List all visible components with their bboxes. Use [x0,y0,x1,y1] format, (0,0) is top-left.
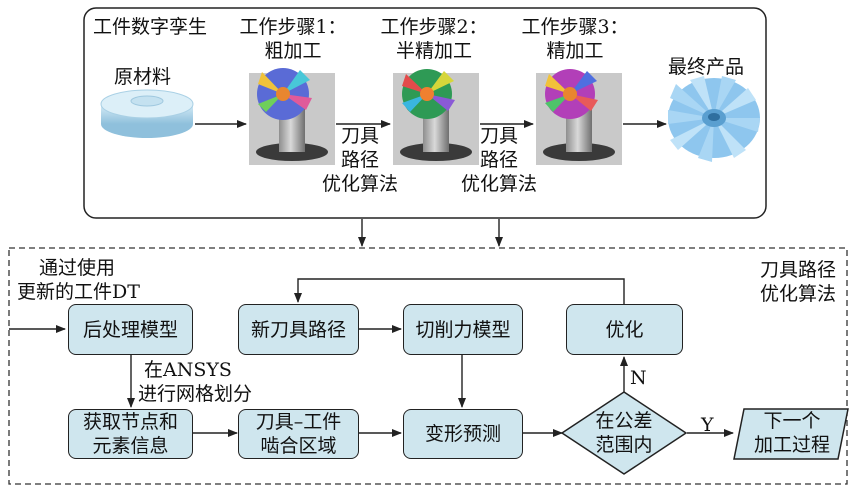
step3-label: 工作步骤3： 精加工 [516,15,634,63]
final-product-label: 最终产品 [668,56,745,78]
toolpath-1-line2: 路径 [340,149,379,171]
toolpath-2-line1: 刀具 [479,125,518,147]
deformation-prediction-box: 变形预测 [403,409,523,459]
input-label: 通过使用 更新的工件DT [17,256,140,304]
step2-line1: 工作步骤2： [380,16,488,38]
step1-machining-image [249,68,335,165]
step2-machining-image [393,69,479,165]
digital-twin-frame [83,7,767,219]
engage-line2: 啮合区域 [260,435,337,457]
mesh-label-line1: 在ANSYS [144,359,232,381]
no-branch-label: N [630,367,647,389]
step2-line2: 半精加工 [395,40,472,62]
step1-line1: 工作步骤1： [239,16,347,38]
algorithm-title-line2: 优化算法 [759,283,836,305]
postprocess-model-box: 后处理模型 [68,304,193,355]
step3-line2: 精加工 [546,40,604,62]
tolerance-line1: 在公差 [595,410,653,432]
nodes-line1: 获取节点和 [82,411,178,433]
final-product-image [668,76,760,162]
optimize-box: 优化 [566,304,683,355]
tolerance-line2: 范围内 [595,434,653,456]
nodes-line2: 元素信息 [92,435,169,457]
step3-line1: 工作步骤3： [521,16,629,38]
raw-material-label: 原材料 [114,66,172,88]
step1-label: 工作步骤1： 粗加工 [234,15,352,63]
engage-line1: 刀具–工件 [255,411,342,433]
algorithm-title-line1: 刀具路径 [759,259,836,281]
raw-material-image [100,89,194,138]
tolerance-label: 在公差 范围内 [584,409,664,457]
cutting-force-model-box: 切削力模型 [403,304,523,355]
tolerance-diamond [560,391,688,475]
next-line1: 下一个 [763,410,821,432]
toolpath-2-line3: 优化算法 [460,173,537,195]
arrow-optimize-to-toolpath [294,278,625,304]
mesh-label: 在ANSYS 进行网格划分 [138,358,252,406]
tool-workpiece-engagement-box: 刀具–工件 啮合区域 [238,409,359,459]
algorithm-title: 刀具路径 优化算法 [752,258,844,306]
toolpath-1-line3: 优化算法 [321,173,398,195]
toolpath-2-line2: 路径 [479,149,518,171]
toolpath-label-2: 刀具 路径 优化算法 [454,124,544,196]
new-toolpath-box: 新刀具路径 [238,304,359,355]
nodes-elements-box: 获取节点和 元素信息 [68,409,193,459]
yes-branch-label: Y [701,414,714,436]
step3-machining-image [536,69,622,165]
digital-twin-title: 工件数字孪生 [93,16,208,38]
next-process-label: 下一个 加工过程 [744,409,840,457]
next-process-shape [733,408,849,460]
mesh-label-line2: 进行网格划分 [138,383,253,405]
input-label-line1: 通过使用 [39,257,116,279]
algorithm-frame [8,247,848,485]
toolpath-1-line1: 刀具 [340,125,379,147]
step1-line2: 粗加工 [264,40,322,62]
step2-label: 工作步骤2： 半精加工 [375,15,493,63]
input-label-line2: 更新的工件DT [17,281,140,303]
next-line2: 加工过程 [753,434,830,456]
toolpath-label-1: 刀具 路径 优化算法 [315,124,405,196]
